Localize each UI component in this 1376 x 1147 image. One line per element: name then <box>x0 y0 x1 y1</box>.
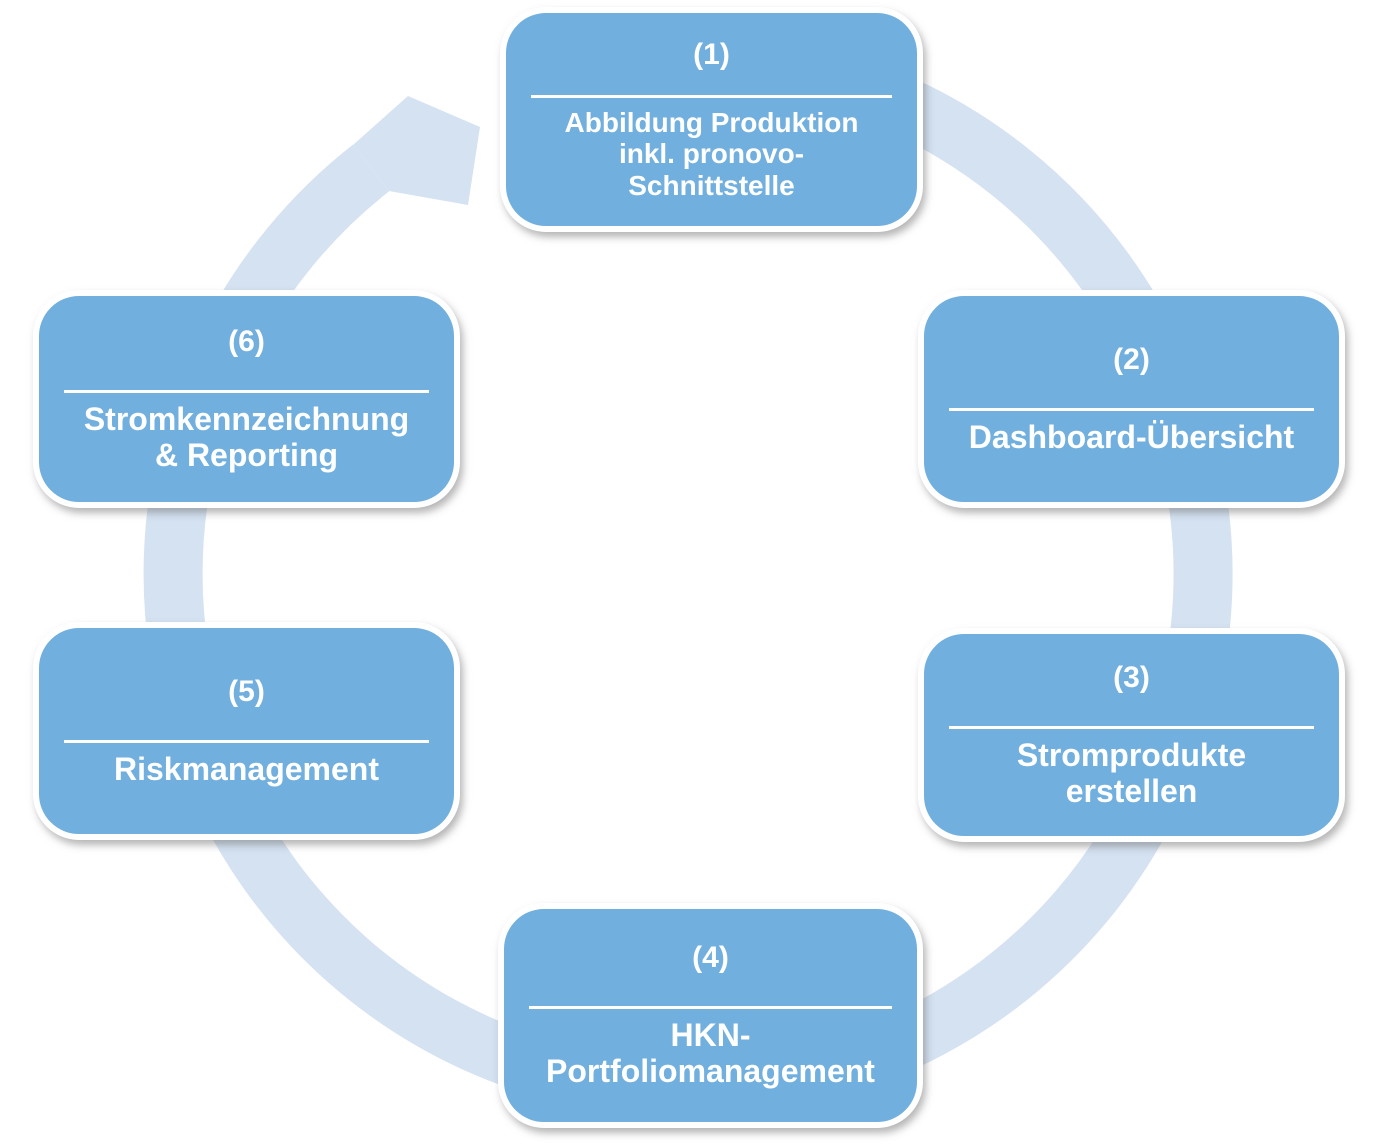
cycle-arrow-ring <box>143 29 1233 1119</box>
separator-line <box>63 739 430 743</box>
separator-line <box>528 1006 893 1010</box>
step-box-2: (2) Dashboard-Übersicht <box>918 290 1345 508</box>
step-number: (6) <box>228 324 265 358</box>
step-box-1: (1) Abbildung Produktion inkl. pronovo- … <box>500 7 923 232</box>
step-number: (5) <box>228 674 265 708</box>
separator-line <box>63 389 430 393</box>
step-number: (1) <box>693 37 730 71</box>
step-label: Riskmanagement <box>114 750 379 787</box>
step-number: (4) <box>692 941 729 975</box>
step-box-5: (5) Riskmanagement <box>33 622 460 840</box>
separator-line <box>948 725 1315 729</box>
step-box-6: (6) Stromkennzeichnung & Reporting <box>33 290 460 508</box>
cycle-arrow-head-icon <box>353 96 480 205</box>
separator-line <box>948 407 1315 411</box>
step-box-4: (4) HKN- Portfoliomanagement <box>498 903 923 1128</box>
step-box-3: (3) Stromprodukte erstellen <box>918 628 1345 842</box>
step-label: HKN- Portfoliomanagement <box>546 1017 875 1089</box>
step-label: Stromkennzeichnung & Reporting <box>83 400 410 473</box>
step-number: (3) <box>1113 660 1150 694</box>
step-number: (2) <box>1113 342 1150 376</box>
step-label: Dashboard-Übersicht <box>968 418 1295 455</box>
step-label: Stromprodukte erstellen <box>1016 736 1247 809</box>
step-label: Abbildung Produktion inkl. pronovo- Schn… <box>564 106 859 201</box>
separator-line <box>530 94 893 98</box>
